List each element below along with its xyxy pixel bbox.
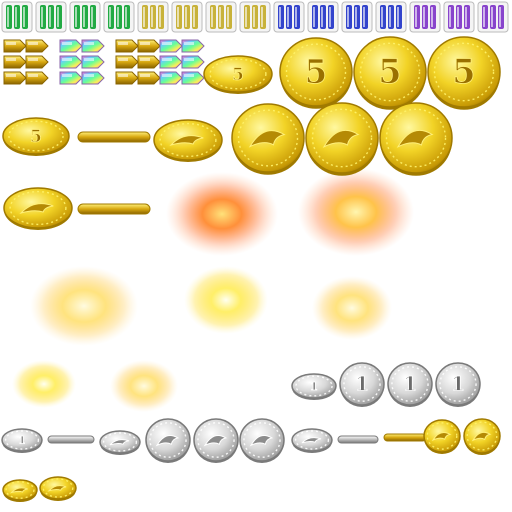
coin-numeral-five: 5 (452, 52, 475, 91)
coin-numeral-one: 1 (18, 435, 25, 447)
silver-coin-edge (47, 435, 95, 444)
coin-numeral-one: 1 (310, 379, 318, 393)
silver-coin-edge (337, 435, 379, 444)
dolphin-emblem (471, 431, 492, 442)
dolphin-emblem (47, 485, 67, 492)
glow-effect (298, 168, 414, 256)
capsule-sprite (273, 1, 305, 33)
capsule-sprite (103, 1, 135, 33)
gem-cluster-sprite (59, 39, 105, 85)
silver-dolphin-coin (239, 418, 285, 463)
dolphin-emblem (322, 129, 360, 148)
small-gold-coin (423, 419, 461, 454)
coin-numeral-five: 5 (305, 53, 327, 91)
gold-dolphin-coin (379, 102, 453, 176)
dolphin-emblem (169, 135, 204, 147)
capsule-sprite (35, 1, 67, 33)
capsule-sprite (477, 1, 509, 33)
gold-coin-front: 5 (353, 36, 427, 110)
dolphin-emblem (109, 439, 130, 446)
glow-effect (30, 266, 138, 346)
dolphin-emblem (203, 434, 228, 447)
gem-cluster-sprite (3, 39, 49, 85)
glow-effect (166, 172, 278, 256)
dolphin-emblem (249, 434, 274, 447)
glow-effects (12, 168, 414, 412)
silver-dolphin-coin (193, 418, 239, 463)
capsule-strip (1, 1, 509, 85)
gold-dolphin-coin-tilted (153, 119, 223, 162)
small-gold-coin (463, 418, 501, 455)
small-gold-coin-tilted (2, 479, 38, 502)
coin-sprites: 5 5 5 5 5 1 1 1 1 1 (1, 36, 501, 502)
capsule-sprite (1, 1, 33, 33)
glow-effect (110, 360, 178, 412)
silver-dolphin-coin (145, 418, 191, 463)
capsule-sprite (341, 1, 373, 33)
silver-coin-front: 1 (339, 362, 385, 407)
coin-numeral-five: 5 (232, 65, 244, 85)
gold-dolphin-coin-tilted (3, 187, 73, 230)
capsule-sprite (307, 1, 339, 33)
capsule-sprite (69, 1, 101, 33)
capsule-sprite (375, 1, 407, 33)
dolphin-emblem (248, 130, 286, 148)
gem-cluster-sprite (115, 39, 161, 85)
capsule-sprite (171, 1, 203, 33)
gold-coin-front: 5 (427, 36, 501, 110)
gold-coin-front: 5 (279, 37, 353, 109)
coin-numeral-one: 1 (451, 372, 465, 396)
gold-dolphin-coin (231, 103, 305, 175)
coin-numeral-five: 5 (30, 127, 42, 147)
silver-coin-front: 1 (387, 362, 433, 407)
glow-effect (184, 266, 268, 334)
gold-coin-edge (77, 131, 151, 143)
gold-coin-tilted: 5 (203, 55, 273, 94)
glow-effect (312, 276, 392, 340)
capsule-sprite (239, 1, 271, 33)
glow-effect (12, 360, 76, 408)
coin-numeral-one: 1 (403, 372, 417, 396)
gold-coin-tilted: 5 (2, 117, 70, 156)
silver-dolphin-coin-tilted (99, 430, 141, 455)
dolphin-emblem (19, 203, 54, 215)
capsule-sprite (409, 1, 441, 33)
gem-cluster-sprite (159, 39, 205, 85)
silver-coin-tilted: 1 (291, 373, 337, 400)
dolphin-emblem (396, 129, 434, 148)
dolphin-emblem (155, 434, 180, 447)
gold-dolphin-coin (305, 102, 379, 176)
coin-numeral-five: 5 (378, 52, 401, 91)
capsule-sprite (443, 1, 475, 33)
capsule-sprite (137, 1, 169, 33)
dolphin-emblem (9, 487, 28, 494)
silver-dolphin-coin-tilted (291, 428, 333, 453)
gold-coin-edge (77, 203, 151, 215)
gold-coin-edge-small (383, 433, 427, 442)
dolphin-emblem (301, 437, 322, 444)
dolphin-emblem (431, 432, 452, 442)
coin-numeral-one: 1 (355, 372, 369, 396)
silver-coin-tilted: 1 (1, 428, 43, 453)
small-gold-coin-tilted (39, 476, 77, 501)
silver-coin-front: 1 (435, 362, 481, 407)
capsule-sprite (205, 1, 237, 33)
